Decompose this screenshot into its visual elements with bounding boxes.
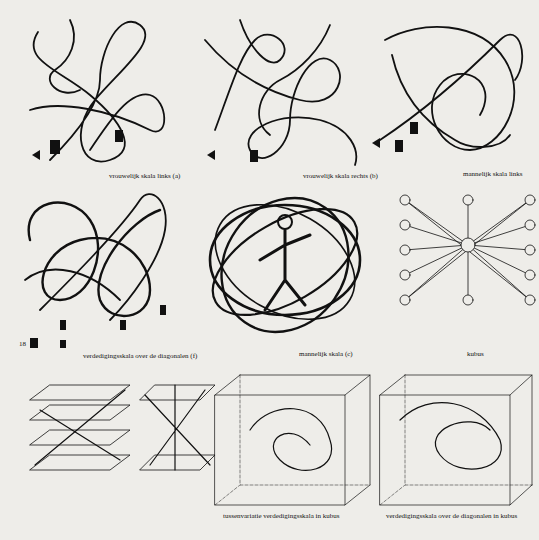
caption: verdedigingsskala over de diagonalen in …: [385, 512, 518, 521]
caption: mannelijk skala links: [462, 170, 524, 179]
page-number: 18: [18, 340, 27, 349]
caption: mannelijk skala (c): [298, 350, 354, 359]
caption: verdedigingsskala over de diagonalen (f): [82, 352, 198, 361]
caption: vrouwelijk skala links (a): [108, 172, 181, 181]
caption: vrouwelijk skala rechts (b): [302, 172, 379, 181]
caption: kubus: [466, 350, 485, 359]
caption: tussenvariatie verdedigingsskala in kubu…: [222, 512, 340, 521]
